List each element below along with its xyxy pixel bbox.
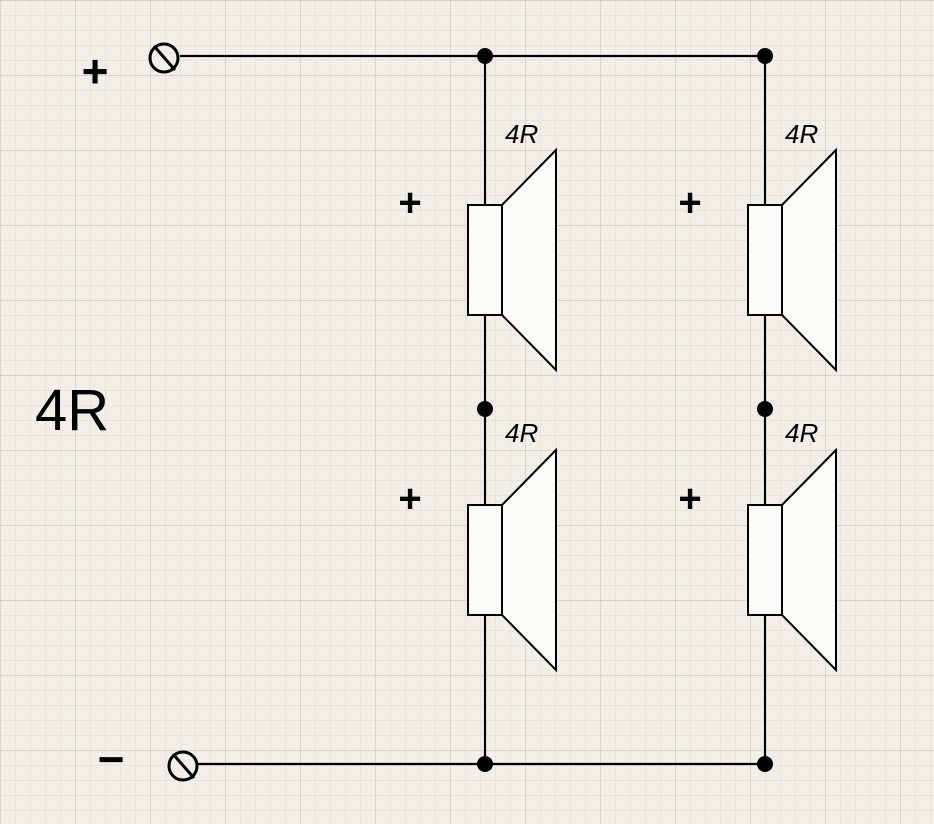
speaker-impedance-label: 4R (505, 119, 538, 149)
speaker-polarity-label: + (398, 477, 421, 521)
junction-node (477, 401, 493, 417)
speaker-magnet (747, 504, 783, 616)
speaker-impedance-label: 4R (785, 418, 818, 448)
speaker-magnet (467, 204, 503, 316)
speaker-right-top (747, 147, 837, 373)
negative-input-label: − (98, 733, 125, 785)
speaker-magnet (747, 204, 783, 316)
positive-terminal (148, 42, 180, 74)
speaker-right-bottom (747, 447, 837, 673)
negative-terminal (167, 750, 199, 782)
speaker-left-top (467, 147, 557, 373)
positive-input-label: + (82, 45, 109, 97)
junction-node (477, 48, 493, 64)
junction-nodes (477, 48, 773, 772)
speaker-impedance-label: 4R (505, 418, 538, 448)
total-impedance-label: 4R (35, 378, 109, 443)
junction-node (757, 401, 773, 417)
junction-node (477, 756, 493, 772)
speaker-polarity-label: + (678, 477, 701, 521)
speaker-polarity-label: + (678, 181, 701, 225)
speaker-left-bottom (467, 447, 557, 673)
junction-node (757, 48, 773, 64)
speaker-polarity-label: + (398, 181, 421, 225)
junction-node (757, 756, 773, 772)
speaker-impedance-label: 4R (785, 119, 818, 149)
speaker-magnet (467, 504, 503, 616)
